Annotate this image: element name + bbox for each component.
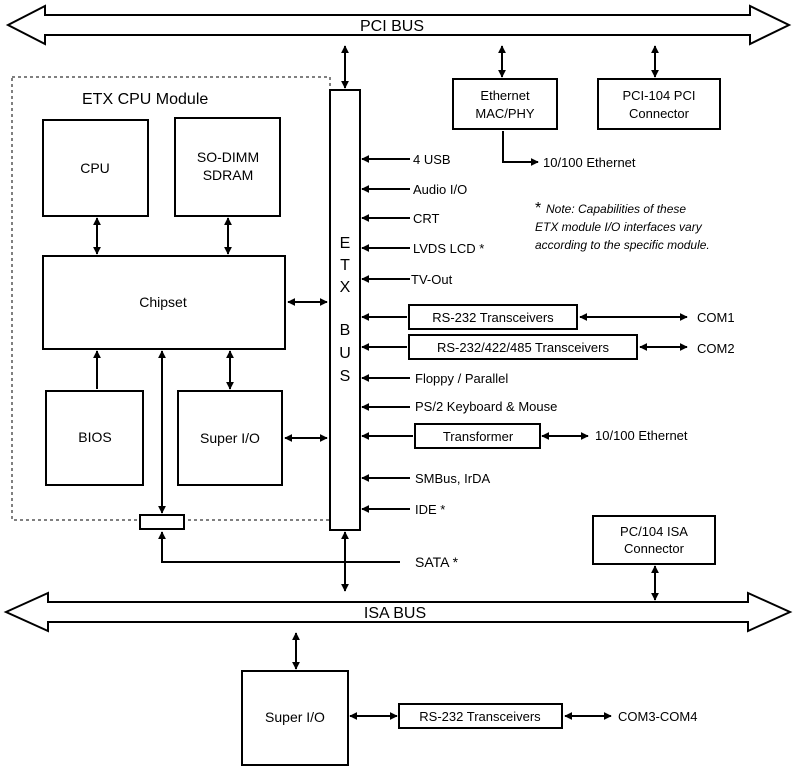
note-line1: Note: Capabilities of these [546, 202, 686, 216]
usb-label: 4 USB [413, 152, 451, 167]
ethernet-macphy-block: Ethernet MAC/PHY [452, 78, 558, 130]
transformer-label: Transformer [443, 429, 514, 444]
etx-bus: E T X B U S [329, 89, 361, 531]
floppy-label: Floppy / Parallel [415, 371, 508, 386]
com1-label: COM1 [697, 310, 735, 325]
pc104-label-line2: Connector [624, 541, 685, 556]
rs232-label: RS-232 Transceivers [432, 310, 554, 325]
pci104-connector-block: PCI-104 PCI Connector [597, 78, 721, 130]
capabilities-note: * Note: Capabilities of these ETX module… [535, 200, 710, 252]
bios-label: BIOS [78, 429, 111, 445]
isa-rs232-label: RS-232 Transceivers [419, 709, 541, 724]
ide-label: IDE * [415, 502, 445, 517]
sodimm-block: SO-DIMM SDRAM [174, 117, 281, 217]
smbus-label: SMBus, IrDA [415, 471, 490, 486]
isa-superio-block: Super I/O [241, 670, 349, 766]
rs422-label: RS-232/422/485 Transceivers [437, 340, 609, 355]
ethernet-label-line2: MAC/PHY [475, 106, 535, 121]
etx-letter-x: X [340, 279, 351, 296]
lvds-label: LVDS LCD * [413, 241, 484, 256]
note-star: * [535, 200, 541, 217]
cpu-block: CPU [42, 119, 149, 217]
pci104-label-line2: Connector [629, 106, 690, 121]
isa-bus: ISA BUS [3, 591, 793, 633]
tvout-label: TV-Out [411, 272, 453, 287]
isa-superio-label: Super I/O [265, 709, 325, 725]
pc104-label-line1: PC/104 ISA [620, 524, 688, 539]
etx-letter-b: B [340, 322, 351, 339]
ethernet-out-arrow [502, 131, 539, 166]
sata-label: SATA * [415, 554, 459, 570]
audio-label: Audio I/O [413, 182, 467, 197]
com34-label: COM3-COM4 [618, 709, 697, 724]
crt-label: CRT [413, 211, 440, 226]
rs422-transceivers-block: RS-232/422/485 Transceivers [408, 334, 638, 360]
sata-line [158, 531, 400, 563]
pci104-label-line1: PCI-104 PCI [623, 88, 696, 103]
sata-connector-box [139, 514, 185, 530]
ps2-label: PS/2 Keyboard & Mouse [415, 399, 557, 414]
superio-label: Super I/O [200, 430, 260, 446]
pci-bus-label: PCI BUS [360, 18, 424, 35]
cpu-label: CPU [80, 160, 110, 176]
etx-letter-u: U [339, 345, 351, 362]
sodimm-label-line2: SDRAM [203, 167, 254, 183]
note-line3: according to the specific module. [535, 238, 710, 252]
etx-letter-s: S [340, 368, 351, 385]
isa-rs232-transceivers-block: RS-232 Transceivers [398, 703, 563, 729]
ethernet-label-line1: Ethernet [480, 88, 530, 103]
etx-letter-e: E [340, 235, 351, 252]
chipset-block: Chipset [42, 255, 286, 350]
pc104-isa-connector-block: PC/104 ISA Connector [592, 515, 716, 565]
etx-letter-t: T [340, 257, 350, 274]
pci-bus: PCI BUS [5, 4, 792, 46]
ethernet-out-label: 10/100 Ethernet [543, 155, 636, 170]
transformer-block: Transformer [414, 423, 541, 449]
etx-module-title: ETX CPU Module [82, 91, 208, 108]
chipset-label: Chipset [139, 294, 187, 310]
bios-block: BIOS [45, 390, 144, 486]
com2-label: COM2 [697, 341, 735, 356]
isa-bus-label: ISA BUS [364, 605, 426, 622]
eth2-label: 10/100 Ethernet [595, 428, 688, 443]
sodimm-label-line1: SO-DIMM [197, 149, 259, 165]
note-line2: ETX module I/O interfaces vary [535, 220, 703, 234]
superio-block: Super I/O [177, 390, 283, 486]
rs232-transceivers-block: RS-232 Transceivers [408, 304, 578, 330]
